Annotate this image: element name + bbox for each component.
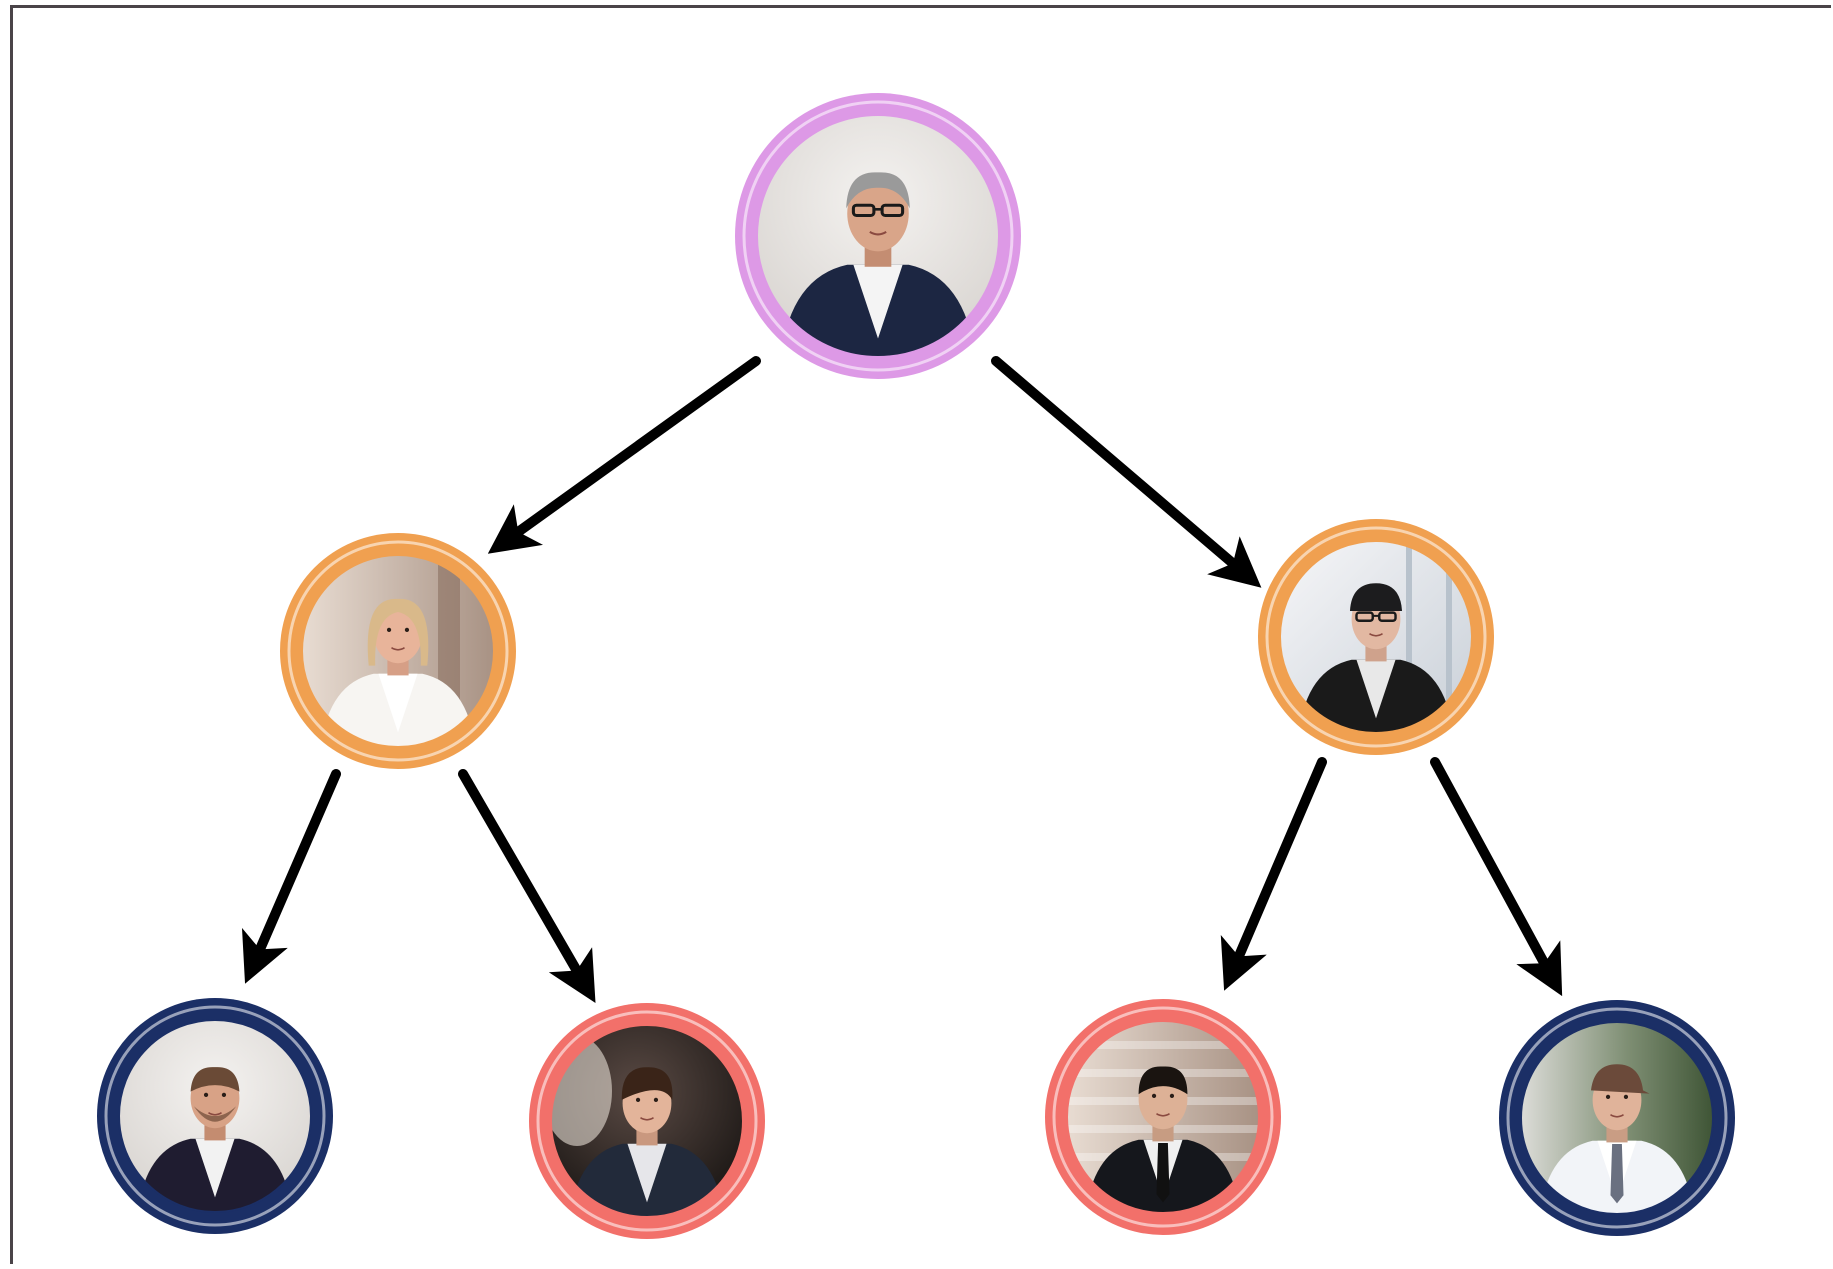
arrow-root-to-mid-left <box>487 356 761 554</box>
arrow-mid-right-to-leaf-3 <box>1220 757 1327 991</box>
portrait-photo <box>757 115 999 357</box>
portrait-photo <box>302 555 494 747</box>
portrait-photo <box>119 1020 311 1212</box>
node-leaf-2 <box>529 1003 765 1239</box>
portrait-photo <box>1067 1021 1259 1213</box>
arrow-mid-left-to-leaf-2 <box>458 769 596 1003</box>
node-mid-right <box>1258 519 1494 755</box>
node-leaf-3 <box>1045 999 1281 1235</box>
arrow-mid-left-to-leaf-1 <box>241 769 341 984</box>
portrait-photo <box>1521 1022 1713 1214</box>
node-leaf-1 <box>97 998 333 1234</box>
portrait-photo <box>1280 541 1472 733</box>
node-leaf-4 <box>1499 1000 1735 1236</box>
arrow-mid-right-to-leaf-4 <box>1430 757 1563 997</box>
diagram-frame <box>10 5 1831 1264</box>
arrow-root-to-mid-right <box>991 356 1262 588</box>
node-mid-left <box>280 533 516 769</box>
node-root <box>735 93 1021 379</box>
